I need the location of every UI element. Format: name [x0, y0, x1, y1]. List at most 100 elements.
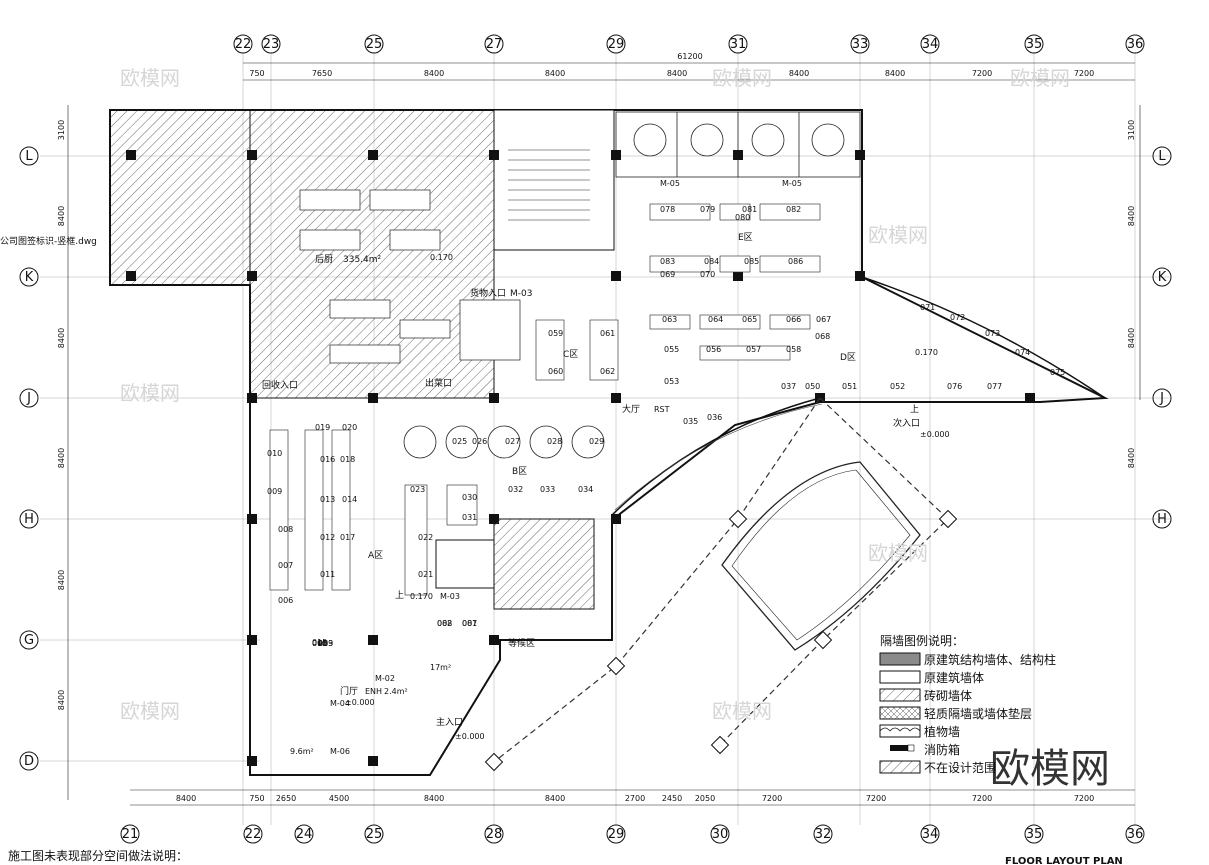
dim-bottom: 7200	[866, 794, 886, 803]
dim-right: 8400	[1127, 448, 1136, 468]
table-number: 016	[320, 455, 335, 464]
table-number: 087	[462, 619, 477, 628]
table-number: 074	[1015, 348, 1030, 357]
goods-entry-label: 货物入口	[470, 287, 506, 299]
table-number: 033	[540, 485, 555, 494]
table-number: 070	[700, 270, 715, 279]
table-number: 080	[735, 213, 750, 222]
dimension-labels: 61200 750 7650 8400 8400 8400 8400 8400 …	[57, 52, 1136, 803]
legend-swatch	[879, 724, 921, 738]
table-number: 072	[950, 313, 965, 322]
svg-text:22: 22	[235, 37, 252, 52]
axis-bubble: 29	[606, 824, 626, 844]
table-number: 008	[278, 525, 293, 534]
dim-top: 8400	[789, 69, 809, 78]
table-number: 002	[437, 619, 452, 628]
axis-bubble: 35	[1024, 824, 1044, 844]
table-number: 062	[600, 367, 615, 376]
svg-text:22: 22	[245, 827, 262, 842]
level-label: 0.170	[915, 348, 938, 357]
svg-text:35: 35	[1026, 827, 1043, 842]
axis-bubble: D	[19, 751, 39, 771]
table-number: 084	[704, 257, 719, 266]
axis-bubble: J	[19, 388, 39, 408]
table-number: 023	[410, 485, 425, 494]
table-number: 065	[742, 315, 757, 324]
door-label: M-06	[330, 747, 350, 756]
table-number: 058	[786, 345, 801, 354]
zone-label: A区	[368, 550, 383, 561]
dim-top: 7650	[312, 69, 332, 78]
table-number: 083	[660, 257, 675, 266]
table-number: 013	[320, 495, 335, 504]
zone-b-round-tables	[403, 425, 605, 459]
watermark: 欧模网	[120, 699, 180, 723]
dim-left: 8400	[57, 448, 66, 468]
right-axis: L K J H	[1152, 146, 1172, 529]
table-number: 034	[578, 485, 593, 494]
axis-bubble: 22	[233, 34, 253, 54]
watermark-group: 欧模网 欧模网 欧模网 欧模网 欧模网 欧模网 欧模网 欧模网 欧模网	[120, 66, 1110, 792]
table-number: 060	[548, 367, 563, 376]
left-axis: L K J H G D	[19, 146, 39, 771]
svg-text:35: 35	[1026, 37, 1043, 52]
svg-text:25: 25	[366, 827, 383, 842]
dim-top: 8400	[545, 69, 565, 78]
up-label: 上	[910, 404, 919, 415]
legend-label: 不在设计范围	[924, 761, 996, 775]
up-label: 上	[395, 590, 404, 601]
table-number: 025	[452, 437, 467, 446]
svg-text:34: 34	[922, 37, 939, 52]
zone-label: D区	[840, 352, 856, 363]
watermark: 欧模网	[120, 66, 180, 90]
dim-top: 8400	[667, 69, 687, 78]
table-number: 011	[320, 570, 335, 579]
table-number: 012	[320, 533, 335, 542]
table-number: 050	[805, 382, 820, 391]
table-number: 076	[947, 382, 962, 391]
table-number: 020	[342, 423, 357, 432]
legend-label: 砖砌墙体	[924, 688, 972, 703]
svg-text:31: 31	[730, 37, 747, 52]
svg-text:K: K	[25, 270, 34, 285]
dim-bottom: 8400	[545, 794, 565, 803]
dim-left: 8400	[57, 570, 66, 590]
svg-text:J: J	[26, 391, 31, 406]
table-number: 061	[600, 329, 615, 338]
table-number: 010	[267, 449, 282, 458]
table-number: 086	[788, 257, 803, 266]
table-number: 063	[662, 315, 677, 324]
legend-swatch	[879, 760, 921, 774]
axis-bubble: L	[1152, 146, 1172, 166]
table-number: 068	[815, 332, 830, 341]
table-number: 015	[312, 638, 327, 647]
zone-e-tables	[649, 203, 821, 361]
svg-text:21: 21	[122, 827, 139, 842]
door-label: M-04	[330, 699, 350, 708]
central-stair	[493, 518, 595, 610]
table-number: 009	[267, 487, 282, 496]
door-label: M-03	[440, 592, 460, 601]
axis-bubble: 25	[364, 34, 384, 54]
level-label: ±0.000	[455, 732, 485, 741]
dim-bottom: 2450	[662, 794, 682, 803]
level-label: ±0.000	[345, 698, 375, 707]
table-number: 082	[786, 205, 801, 214]
svg-text:27: 27	[486, 37, 503, 52]
axis-bubble: 36	[1125, 34, 1145, 54]
axis-bubble: 30	[710, 824, 730, 844]
table-number: 066	[786, 315, 801, 324]
drawing-title: FLOOR LAYOUT PLAN	[1005, 856, 1123, 865]
dim-bottom: 7200	[972, 794, 992, 803]
table-number: 071	[920, 303, 935, 312]
dim-top: 8400	[885, 69, 905, 78]
outdoor-boundary	[493, 397, 949, 763]
axis-bubble: 21	[120, 824, 140, 844]
table-number: 032	[508, 485, 523, 494]
legend-swatch	[879, 688, 921, 702]
svg-text:G: G	[24, 633, 34, 648]
legend-label: 消防箱	[924, 742, 960, 757]
axis-bubble: 23	[261, 34, 281, 54]
outdoor-columns	[484, 509, 958, 772]
dim-top: 8400	[424, 69, 444, 78]
